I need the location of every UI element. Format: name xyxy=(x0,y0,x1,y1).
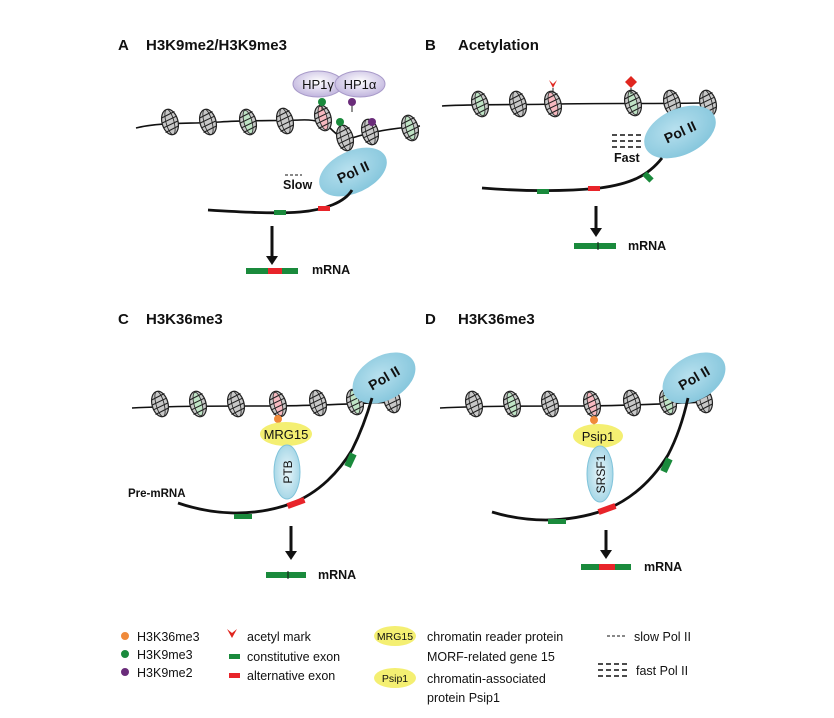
legend: H3K36me3 H3K9me3 H3K9me2 acetyl mark con… xyxy=(121,626,691,705)
pol-ii xyxy=(352,352,416,404)
panel-c-title: H3K36me3 xyxy=(146,311,223,328)
panel-d: D H3K36me3 Pol II Psip1 SRSF1 mRNA xyxy=(425,311,726,574)
legend-h3k9me2-swatch xyxy=(121,668,129,676)
mrg15-label: MRG15 xyxy=(264,427,309,442)
srsf1-protein xyxy=(586,445,614,503)
pol-ii xyxy=(662,352,726,404)
nucleosome-row xyxy=(158,102,422,154)
constitutive-exon xyxy=(537,189,549,194)
legend-acetyl-icon xyxy=(227,629,237,638)
legend-fast-lines xyxy=(598,663,628,677)
legend-mrg15-badge xyxy=(374,626,416,646)
legend-h3k9me2: H3K9me2 xyxy=(137,666,193,680)
legend-psip1-badge-text: Psip1 xyxy=(382,673,408,685)
h3k9me3-mark xyxy=(336,118,344,126)
hp1-gamma-label: HP1γ xyxy=(302,77,334,92)
legend-h3k36me3: H3K36me3 xyxy=(137,630,200,644)
panel-c: C H3K36me3 Pol II MRG15 PTB Pre-mRNA xyxy=(118,311,416,582)
psip1-protein xyxy=(573,424,623,448)
pol-ii xyxy=(644,105,716,159)
acetyl-mark xyxy=(549,80,557,88)
legend-h3k36me3-swatch xyxy=(121,632,129,640)
pol-ii xyxy=(319,147,387,197)
ptb-protein xyxy=(273,444,301,500)
legend-psip1-badge xyxy=(374,668,416,688)
alternative-exon xyxy=(588,186,600,191)
pre-mrna-label: Pre-mRNA xyxy=(128,488,186,500)
alternative-exon xyxy=(318,206,330,211)
panel-b: B Acetylation Pol II Fast xyxy=(425,37,720,253)
panel-c-letter: C xyxy=(118,311,129,328)
panel-a-letter: A xyxy=(118,37,129,54)
constitutive-exon xyxy=(660,457,673,474)
constitutive-exon xyxy=(642,171,654,183)
legend-alt-exon-swatch xyxy=(229,673,240,678)
legend-h3k9me3-swatch xyxy=(121,650,129,658)
legend-h3k9me3: H3K9me3 xyxy=(137,648,193,662)
panel-c-mrna-label: mRNA xyxy=(318,568,356,582)
panel-a-title: H3K9me2/H3K9me3 xyxy=(146,37,287,54)
constitutive-exon xyxy=(274,210,286,215)
h3k9me3-mark xyxy=(318,98,326,106)
acetyl-mark xyxy=(625,76,637,88)
panel-b-title: Acetylation xyxy=(458,37,539,54)
h3k9me2-mark xyxy=(368,118,376,126)
legend-fast: fast Pol II xyxy=(636,664,688,678)
legend-mrg15-line1: chromatin reader protein xyxy=(427,630,563,644)
legend-psip1-line1: chromatin-associated xyxy=(427,672,546,686)
h3k36me3-mark xyxy=(590,416,598,424)
alternative-exon xyxy=(597,503,617,515)
panel-a: A H3K9me2/H3K9me3 HP1γ HP1α Pol II xyxy=(118,37,422,277)
pre-mrna-transcript xyxy=(491,397,690,522)
panel-d-title: H3K36me3 xyxy=(458,311,535,328)
srsf1-label: SRSF1 xyxy=(594,454,608,493)
mrg15-protein xyxy=(260,422,312,446)
legend-psip1-line2: protein Psip1 xyxy=(427,691,500,705)
constitutive-exon xyxy=(548,519,566,524)
h3k36me3-mark xyxy=(274,415,282,423)
pre-mrna-transcript xyxy=(177,397,374,515)
slow-label: Slow xyxy=(283,178,312,192)
h3k9me2-mark xyxy=(348,98,356,106)
legend-alt-exon: alternative exon xyxy=(247,669,335,683)
legend-mrg15-badge-text: MRG15 xyxy=(377,631,413,643)
fast-label: Fast xyxy=(614,151,641,165)
legend-mrg15-line2: MORF-related gene 15 xyxy=(427,650,555,664)
panel-a-mrna-label: mRNA xyxy=(312,263,350,277)
panel-d-letter: D xyxy=(425,311,436,328)
panel-b-letter: B xyxy=(425,37,436,54)
panel-b-mrna-label: mRNA xyxy=(628,239,666,253)
nascent-transcript xyxy=(207,189,354,215)
constitutive-exon xyxy=(344,452,357,469)
panel-d-mrna-label: mRNA xyxy=(644,560,682,574)
constitutive-exon xyxy=(234,514,252,519)
legend-const-exon: constitutive exon xyxy=(247,650,340,664)
legend-const-exon-swatch xyxy=(229,654,240,659)
ptb-label: PTB xyxy=(281,460,295,483)
legend-acetyl: acetyl mark xyxy=(247,630,312,644)
alternative-exon xyxy=(286,497,306,509)
hp1-alpha-label: HP1α xyxy=(344,77,377,92)
psip1-label: Psip1 xyxy=(582,429,615,444)
hp1-alpha-protein xyxy=(334,70,386,98)
legend-slow: slow Pol II xyxy=(634,630,691,644)
